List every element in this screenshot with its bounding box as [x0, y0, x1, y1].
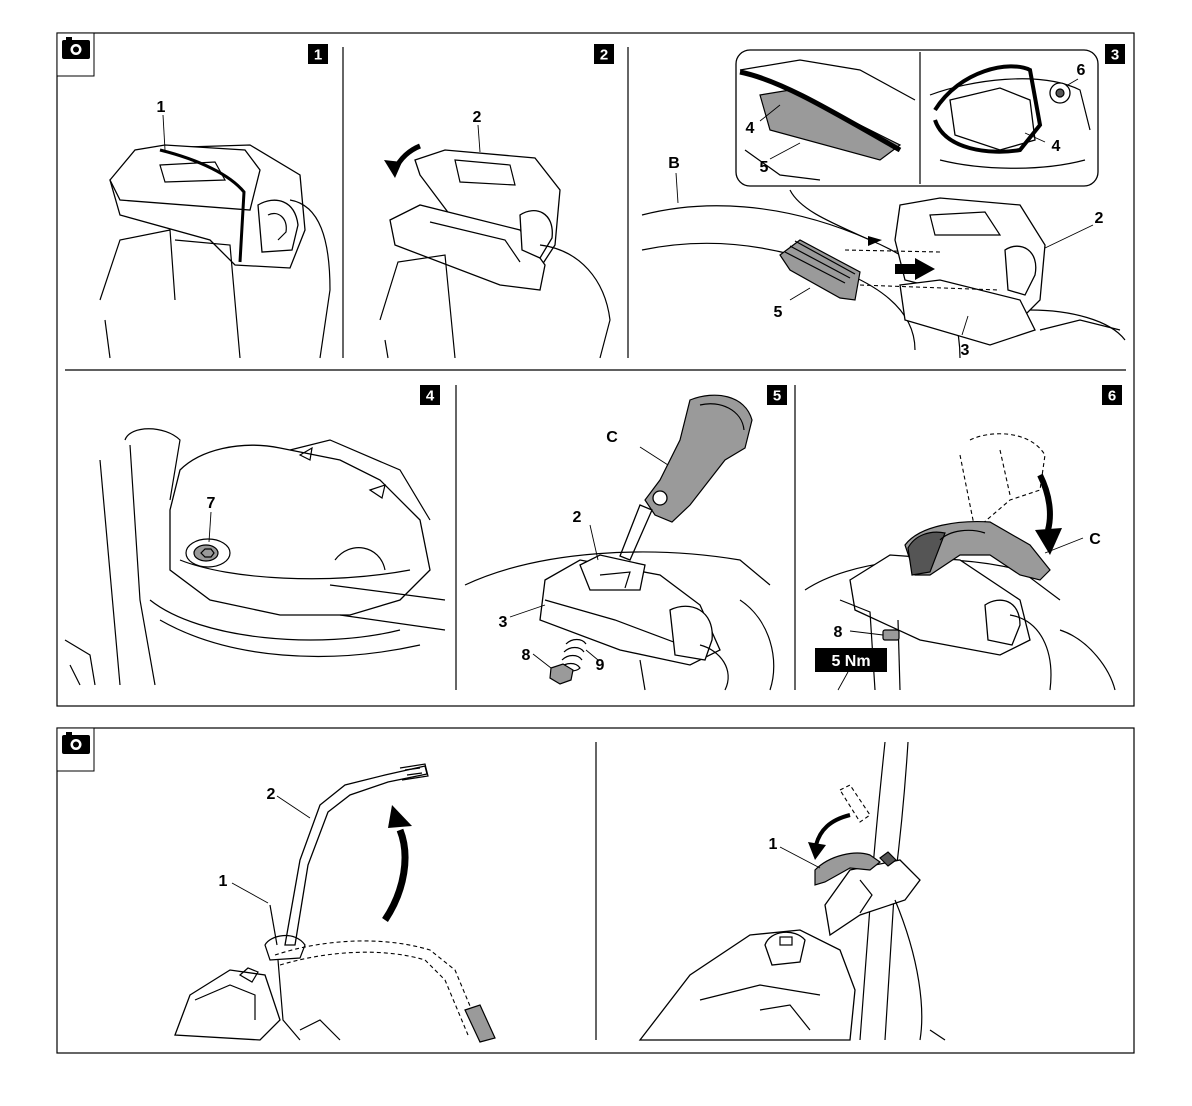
curved-arrow-icon: [384, 146, 420, 178]
step-2-panel: 2 2: [380, 44, 614, 358]
curved-arrow-icon: [1035, 475, 1062, 555]
clamp-assembly-drawing: [465, 552, 774, 690]
curved-arrow-icon: [808, 815, 850, 860]
part-label: 2: [473, 109, 482, 126]
part-label: 1: [769, 836, 778, 853]
step-number: 1: [314, 47, 322, 64]
part-label: 2: [1095, 210, 1104, 227]
part-label: 9: [596, 657, 605, 674]
step-4-panel: 4 7: [65, 385, 445, 685]
step-number: 5: [773, 388, 781, 405]
bottom-figure: 2 1: [57, 728, 1134, 1053]
step-5-panel: 5: [465, 385, 787, 690]
camera-icon: [57, 33, 94, 76]
handle-bar-drawing: [642, 190, 1125, 358]
torque-value: 5 Nm: [831, 653, 870, 670]
step-3-panel: 3 4 5 6: [642, 44, 1125, 359]
part-label: 4: [746, 120, 755, 137]
handle-housing-drawing: [65, 429, 445, 685]
step-number-badge: 4: [420, 385, 440, 405]
part-label: 2: [573, 509, 582, 526]
top-figure: 1 1 2: [57, 33, 1134, 706]
part-label: 6: [1077, 62, 1086, 79]
step-number-badge: 2: [594, 44, 614, 64]
handle-clamp-drawing: [100, 115, 330, 358]
step-6-panel: 6 C: [805, 385, 1122, 690]
part-label: C: [1089, 531, 1101, 548]
curved-arrow-icon: [385, 805, 412, 920]
detail-inset: [736, 50, 1098, 186]
lever-lock-drawing: [640, 742, 945, 1040]
part-label: 1: [219, 873, 228, 890]
handle-clamp-open-drawing: [380, 150, 610, 358]
part-label: C: [606, 429, 618, 446]
wrench-tool-drawing: [620, 395, 752, 560]
step-number: 3: [1111, 47, 1119, 64]
part-label: 4: [1052, 138, 1061, 155]
camera-icon: [57, 728, 94, 771]
part-label: 2: [267, 786, 276, 803]
part-label: 8: [522, 647, 531, 664]
step-number: 4: [426, 388, 435, 405]
part-label: 7: [207, 495, 216, 512]
part-label: 3: [961, 342, 970, 359]
bottom-right-panel: 1: [640, 742, 945, 1040]
part-label: 5: [774, 304, 783, 321]
part-label: 3: [499, 614, 508, 631]
insert-part-drawing: [780, 240, 860, 300]
step-1-panel: 1 1: [100, 44, 330, 358]
step-number-badge: 3: [1105, 44, 1125, 64]
step-number: 6: [1108, 388, 1116, 405]
part-label: 1: [157, 99, 166, 116]
part-label: 5: [760, 159, 769, 176]
step-number-badge: 6: [1102, 385, 1122, 405]
part-label: 8: [834, 624, 843, 641]
torque-badge: 5 Nm: [815, 648, 887, 672]
bottom-left-panel: 2 1: [175, 764, 495, 1042]
handle-raised-drawing: [175, 764, 495, 1042]
step-number: 2: [600, 47, 608, 64]
part-label: B: [668, 155, 680, 172]
step-number-badge: 1: [308, 44, 328, 64]
step-number-badge: 5: [767, 385, 787, 405]
